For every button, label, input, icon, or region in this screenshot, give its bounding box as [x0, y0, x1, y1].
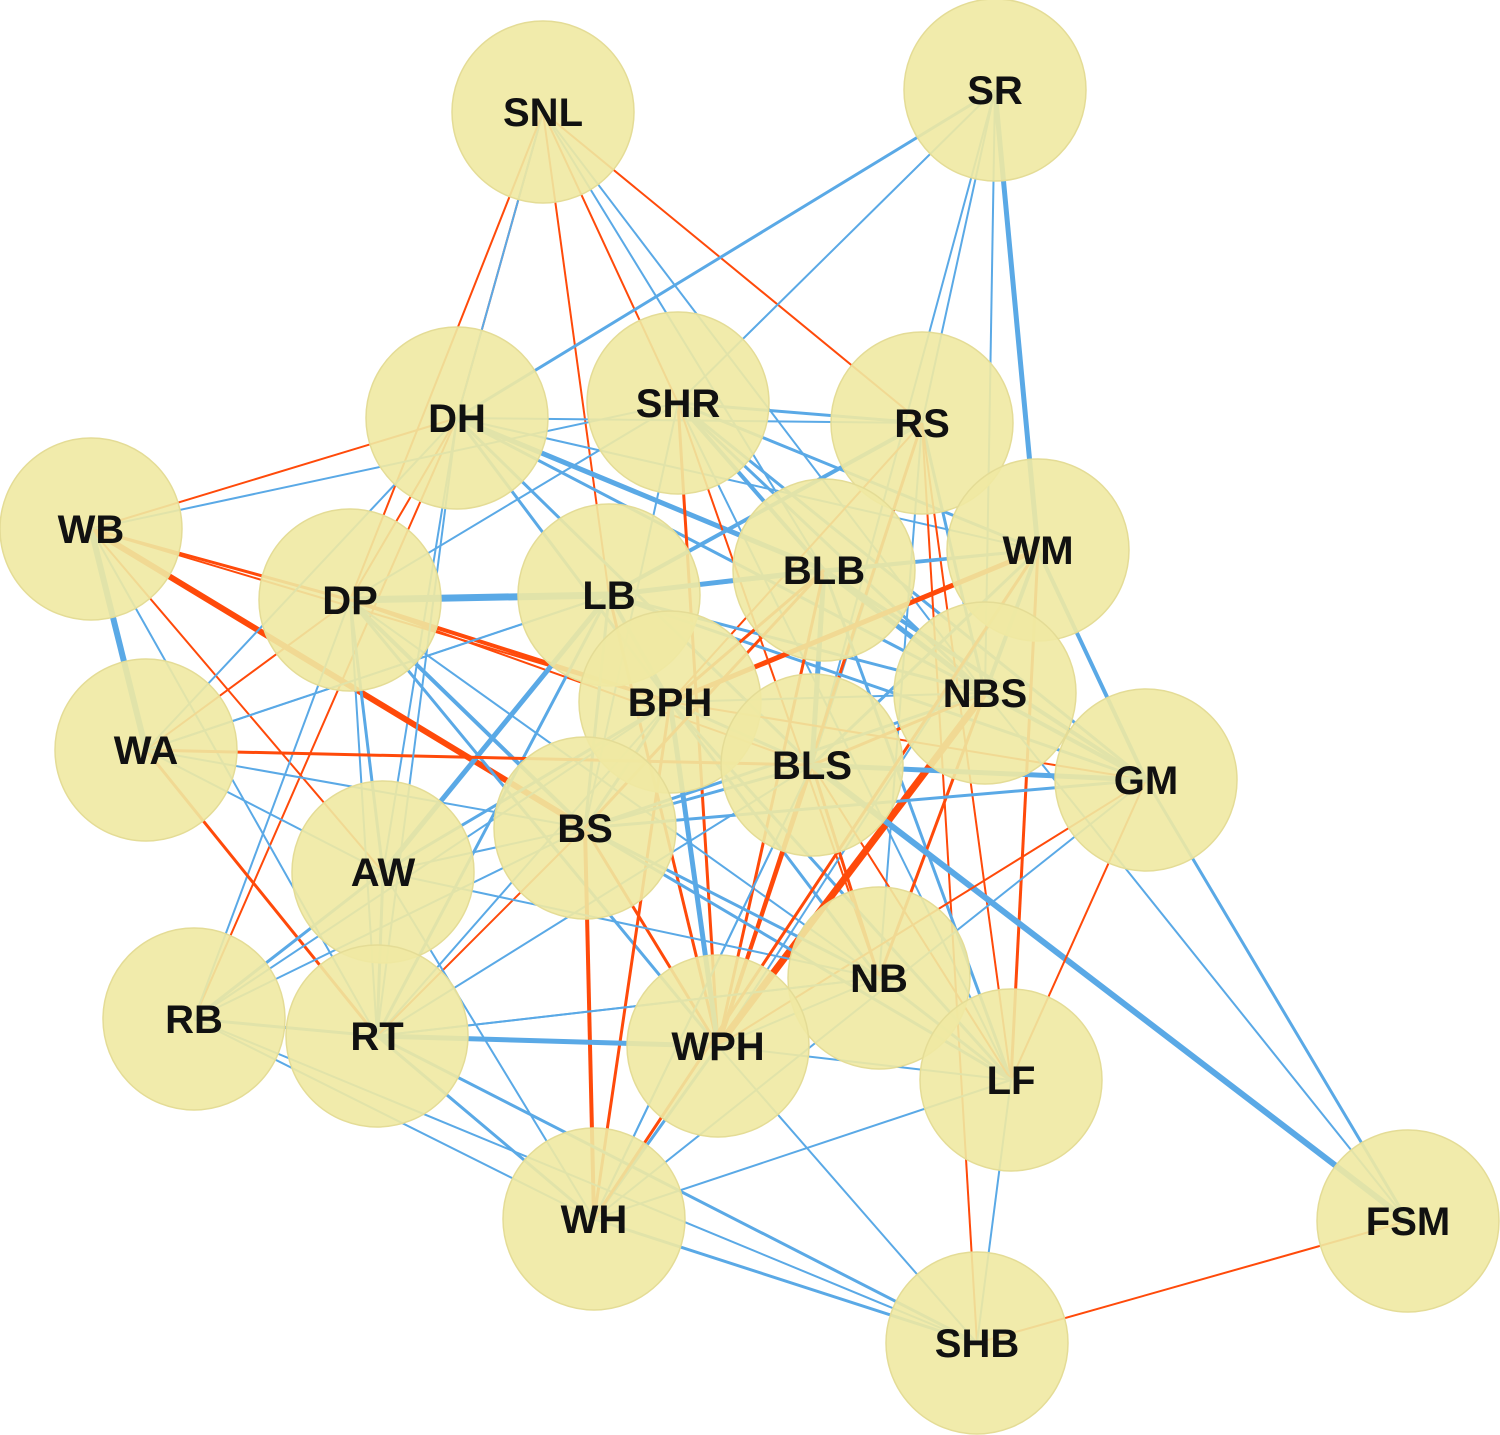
- node-wm[interactable]: WM: [946, 458, 1130, 642]
- node-label: DP: [322, 579, 378, 623]
- node-label: RB: [165, 998, 223, 1042]
- node-circle: [0, 437, 183, 621]
- node-wb[interactable]: WB: [0, 437, 183, 621]
- node-label: SHR: [636, 382, 721, 426]
- node-aw[interactable]: AW: [291, 780, 475, 964]
- node-sr[interactable]: SR: [903, 0, 1087, 182]
- node-circle: [720, 673, 904, 857]
- node-circle: [626, 954, 810, 1138]
- node-bls[interactable]: BLS: [720, 673, 904, 857]
- node-circle: [54, 658, 238, 842]
- node-label: WH: [561, 1198, 628, 1242]
- node-lf[interactable]: LF: [919, 988, 1103, 1172]
- node-shb[interactable]: SHB: [885, 1251, 1069, 1435]
- node-circle: [893, 601, 1077, 785]
- node-label: BLB: [783, 549, 865, 593]
- node-rb[interactable]: RB: [102, 927, 286, 1111]
- edge-dh-rb: [193, 417, 458, 1020]
- node-circle: [1316, 1129, 1500, 1313]
- node-snl[interactable]: SNL: [451, 20, 635, 204]
- node-nb[interactable]: NB: [787, 886, 971, 1070]
- node-label: SHB: [935, 1322, 1019, 1366]
- edge-dh-nbs: [456, 416, 986, 695]
- node-label: SR: [967, 69, 1023, 113]
- node-rs[interactable]: RS: [830, 331, 1014, 515]
- node-circle: [787, 886, 971, 1070]
- node-circle: [258, 508, 442, 692]
- node-circle: [903, 0, 1087, 182]
- node-label: WM: [1002, 529, 1073, 573]
- node-label: LB: [582, 574, 635, 618]
- edge-sr-dh: [456, 88, 996, 420]
- node-circle: [102, 927, 286, 1111]
- node-wh[interactable]: WH: [502, 1127, 686, 1311]
- node-label: GM: [1114, 759, 1178, 803]
- node-bs[interactable]: BS: [493, 736, 677, 920]
- node-label: AW: [351, 851, 416, 895]
- node-dp[interactable]: DP: [258, 508, 442, 692]
- node-circle: [919, 988, 1103, 1172]
- node-blb[interactable]: BLB: [732, 478, 916, 662]
- node-gm[interactable]: GM: [1054, 688, 1238, 872]
- node-label: DH: [428, 397, 486, 441]
- node-shr[interactable]: SHR: [586, 311, 770, 495]
- node-circle: [502, 1127, 686, 1311]
- node-dh[interactable]: DH: [365, 326, 549, 510]
- node-fsm[interactable]: FSM: [1316, 1129, 1500, 1313]
- node-circle: [830, 331, 1014, 515]
- node-circle: [493, 736, 677, 920]
- node-label: BLS: [772, 744, 852, 788]
- node-circle: [586, 311, 770, 495]
- node-circle: [732, 478, 916, 662]
- node-wa[interactable]: WA: [54, 658, 238, 842]
- node-label: RS: [894, 402, 950, 446]
- node-label: BS: [557, 807, 613, 851]
- node-rt[interactable]: RT: [285, 944, 469, 1128]
- node-circle: [365, 326, 549, 510]
- node-circle: [1054, 688, 1238, 872]
- node-label: NB: [850, 957, 908, 1001]
- node-label: RT: [350, 1015, 403, 1059]
- node-nbs[interactable]: NBS: [893, 601, 1077, 785]
- node-label: WA: [114, 729, 178, 773]
- node-label: LF: [987, 1059, 1036, 1103]
- node-label: WPH: [671, 1025, 764, 1069]
- node-label: WB: [58, 508, 125, 552]
- node-circle: [885, 1251, 1069, 1435]
- node-label: FSM: [1366, 1200, 1450, 1244]
- edge-bls-fsm: [810, 762, 1410, 1224]
- node-label: SNL: [503, 91, 583, 135]
- node-label: NBS: [943, 672, 1027, 716]
- node-circle: [285, 944, 469, 1128]
- edge-rs-shb: [921, 422, 978, 1344]
- edge-wb-rt: [90, 528, 378, 1037]
- node-label: BPH: [628, 681, 712, 725]
- node-wph[interactable]: WPH: [626, 954, 810, 1138]
- node-circle: [451, 20, 635, 204]
